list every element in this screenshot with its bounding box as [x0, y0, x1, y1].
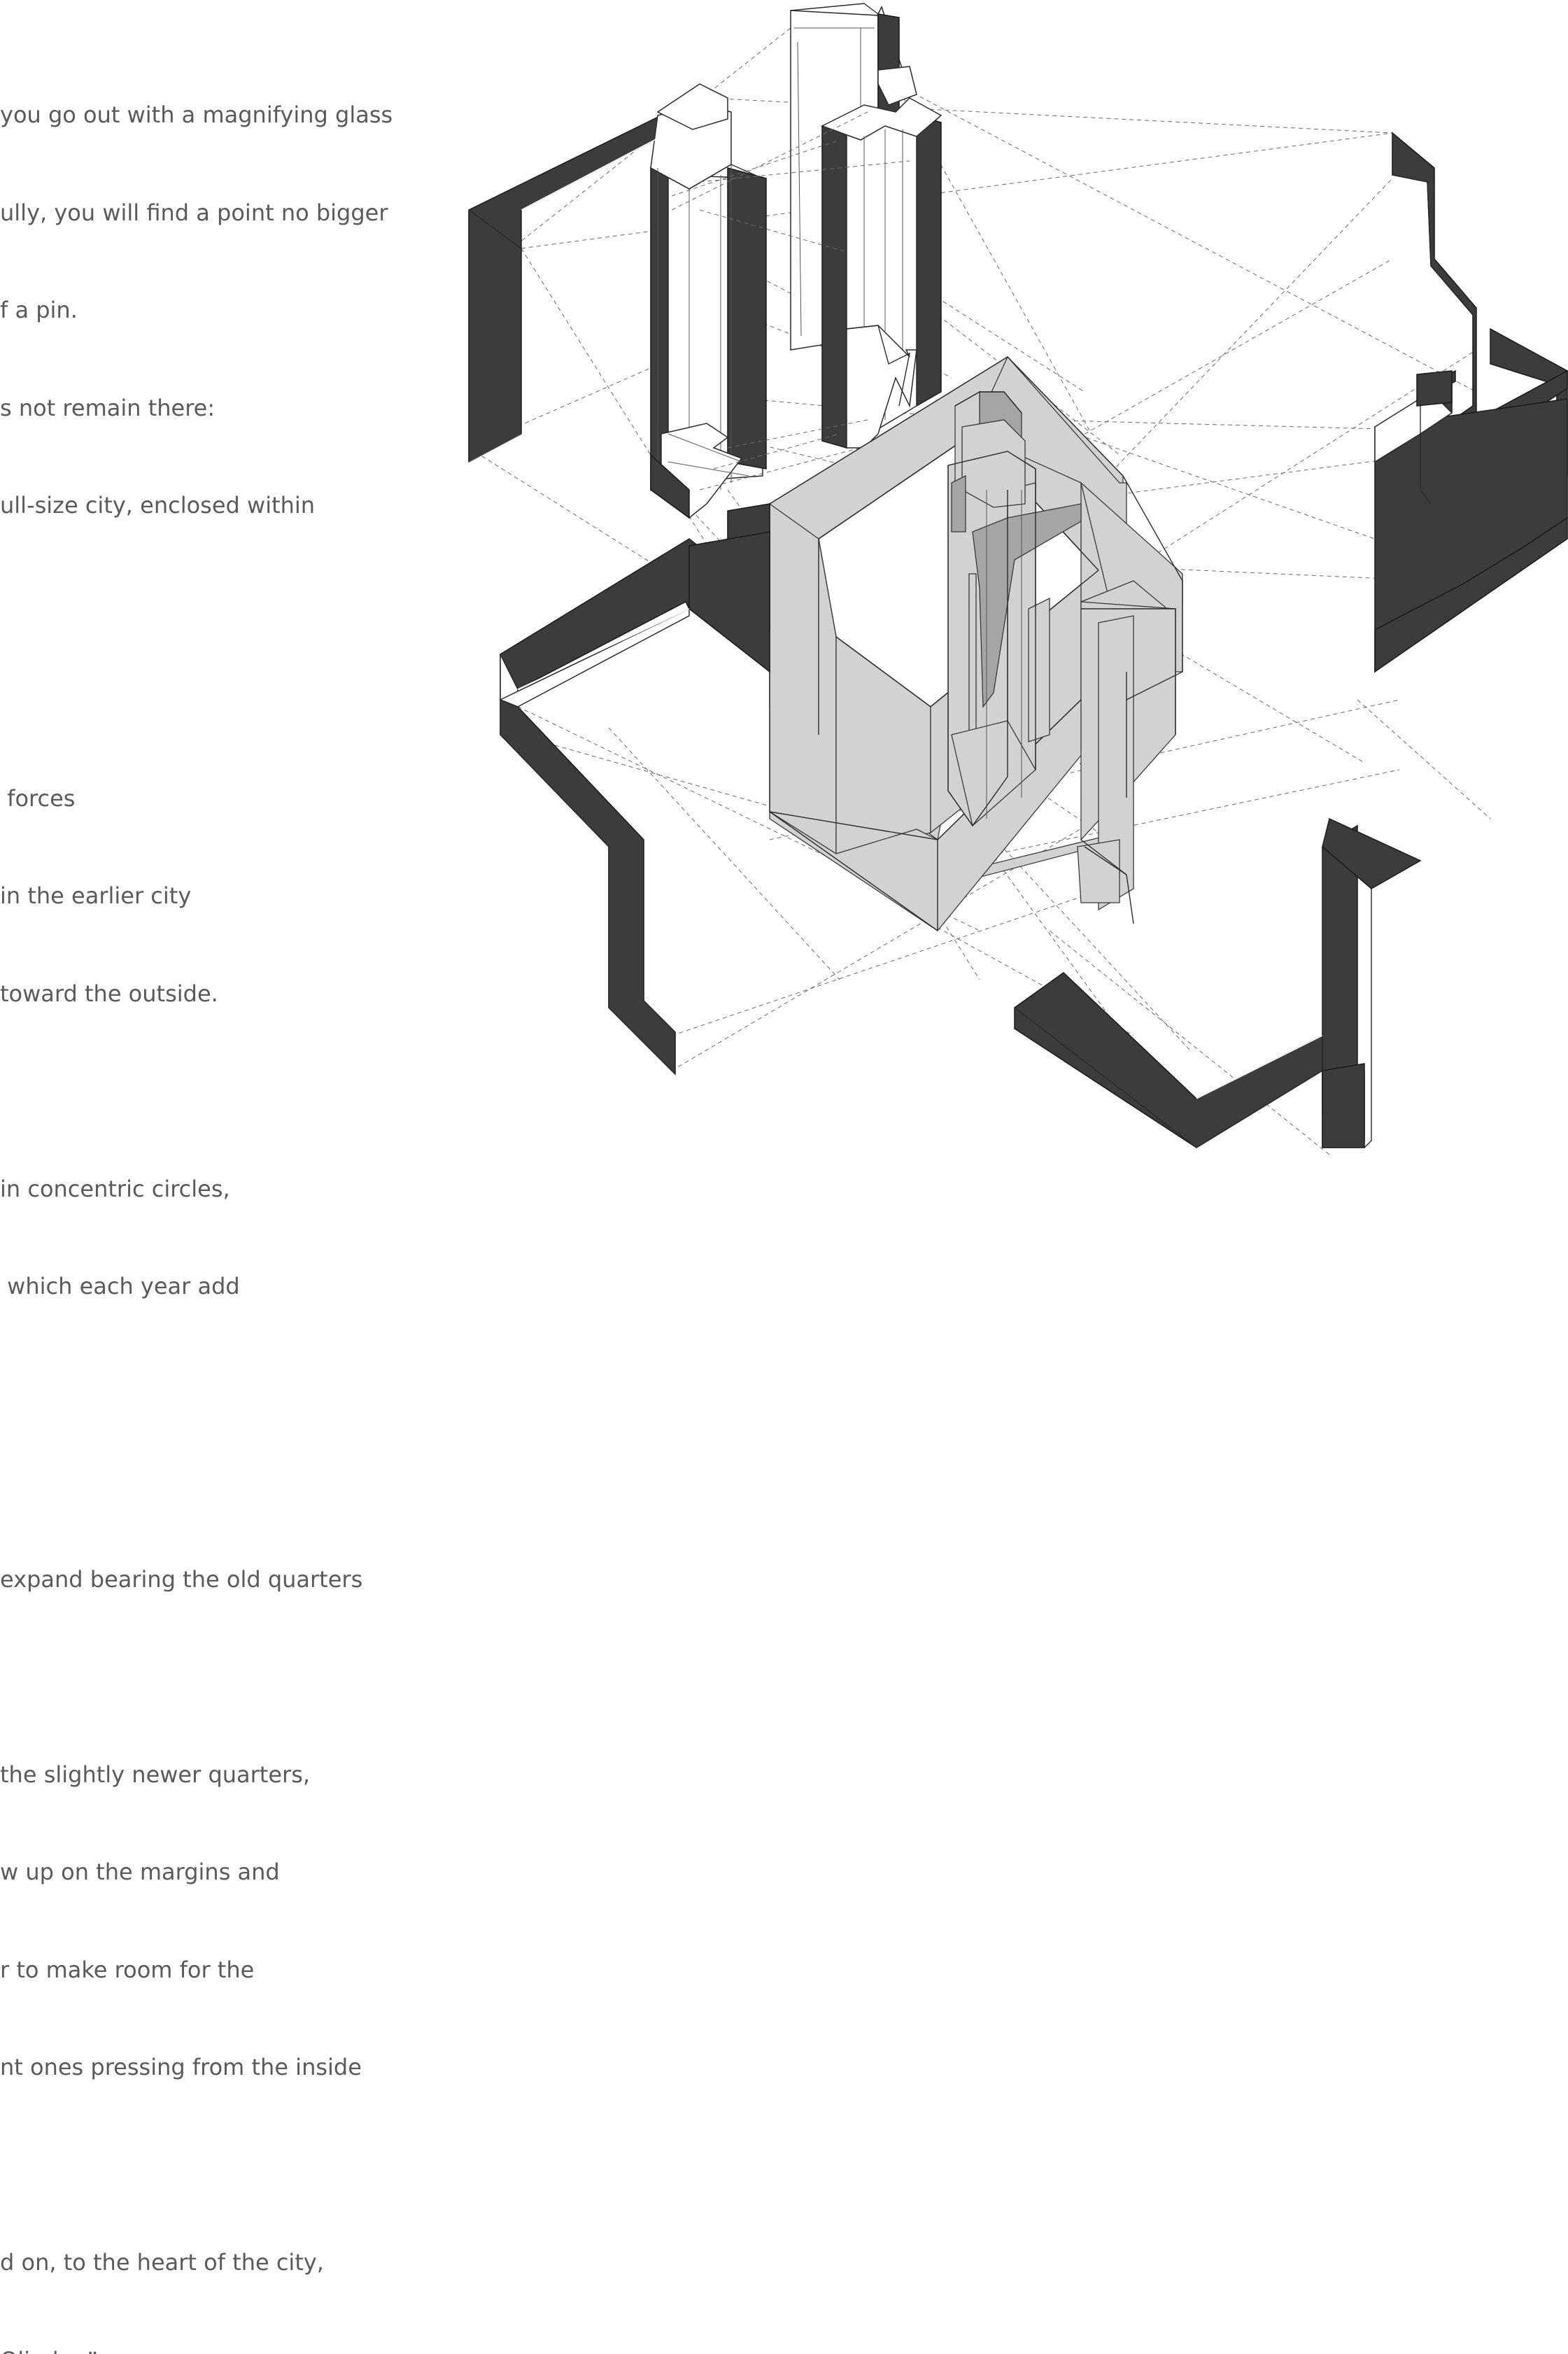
lower-left-wall [500, 504, 770, 1074]
quote-line: r to make room for the [0, 1954, 448, 1987]
lower-right-wall [1015, 819, 1420, 1148]
quote-line [0, 1368, 448, 1401]
upper-left-wall [469, 115, 661, 462]
quote-line: d on, to the heart of the city, [0, 2246, 448, 2279]
quote-line: in concentric circles, [0, 1173, 448, 1206]
quote-line [0, 2149, 448, 2182]
quote-line: w up on the margins and [0, 1856, 448, 1889]
quote-line [0, 1661, 448, 1693]
quote-line: Olinda. ” [0, 2344, 448, 2354]
quote-line: nt ones pressing from the inside [0, 2051, 448, 2084]
quote-line: the slightly newer quarters, [0, 1759, 448, 1791]
quote-line [0, 1465, 448, 1498]
quote-line: which each year add [0, 1270, 448, 1303]
quote-line: expand bearing the old quarters [0, 1563, 448, 1596]
axonometric-drawing [0, 0, 1568, 1177]
right-wall [1375, 133, 1567, 672]
